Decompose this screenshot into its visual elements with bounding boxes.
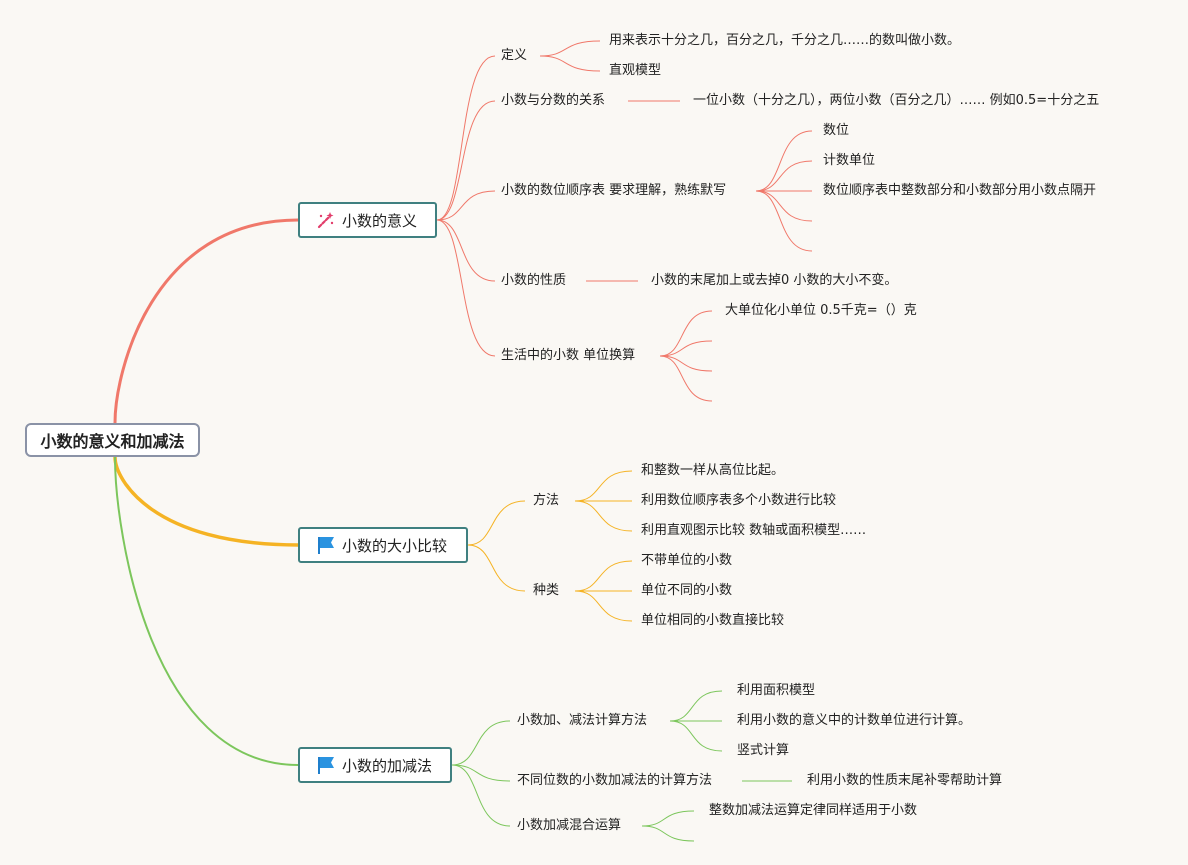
subtopic-unit-conversion[interactable]: 生活中的小数 单位换算 xyxy=(501,348,636,363)
connector-table-leaf-0 xyxy=(755,130,813,192)
leaf-decimal-point[interactable]: 数位顺序表中整数部分和小数部分用小数点隔开 xyxy=(823,183,1097,198)
connector-table-leaf-4 xyxy=(755,190,813,252)
subtopic-different-digits[interactable]: 不同位数的小数加减法的计算方法 xyxy=(517,773,713,788)
connector-mixed-leaf-0 xyxy=(641,810,695,827)
connector-method-leaf-2 xyxy=(574,500,633,532)
leaf-compare-from-high[interactable]: 和整数一样从高位比起。 xyxy=(641,463,785,478)
leaf-laws-apply[interactable]: 整数加减法运算定律同样适用于小数 xyxy=(709,803,918,818)
topic-decimal-meaning[interactable]: 小数的意义 xyxy=(298,202,437,238)
connector-branch-3-sub-2 xyxy=(451,764,511,827)
flag-icon xyxy=(318,757,334,774)
connector-branch-2-sub-1 xyxy=(467,544,526,592)
connector-unit-leaf-2 xyxy=(659,355,713,372)
connector-definition-leaf-1 xyxy=(539,55,601,72)
subtopic-mixed-operations[interactable]: 小数加减混合运算 xyxy=(517,818,622,833)
connector-table-leaf-1 xyxy=(755,160,813,192)
connector-root-branch-2 xyxy=(113,456,299,547)
connector-mixed-leaf-1 xyxy=(641,825,695,842)
connector-types-leaf-0 xyxy=(574,560,633,592)
topic-label: 小数的意义 xyxy=(342,211,418,230)
subtopic-calc-method[interactable]: 小数加、减法计算方法 xyxy=(517,713,648,728)
leaf-visual-model[interactable]: 直观模型 xyxy=(609,63,662,78)
leaf-vertical-calc[interactable]: 竖式计算 xyxy=(737,743,790,758)
connector-calc-leaf-0 xyxy=(669,690,723,722)
subtopic-decimal-property[interactable]: 小数的性质 xyxy=(501,273,567,288)
topic-label: 小数的加减法 xyxy=(342,756,433,775)
connector-branch-1-sub-2 xyxy=(436,190,496,221)
leaf-unit-conversion-example[interactable]: 大单位化小单位 0.5千克=（）克 xyxy=(725,303,917,318)
leaf-area-model[interactable]: 利用面积模型 xyxy=(737,683,816,698)
topic-decimal-comparison[interactable]: 小数的大小比较 xyxy=(298,527,468,563)
leaf-counting-unit-calc[interactable]: 利用小数的意义中的计数单位进行计算。 xyxy=(737,713,972,728)
connector-definition-leaf-0 xyxy=(539,40,601,57)
topic-label: 小数的大小比较 xyxy=(342,536,448,555)
leaf-trailing-zero-rule[interactable]: 小数的末尾加上或去掉0 小数的大小不变。 xyxy=(651,273,898,288)
connector-branch-1-sub-1 xyxy=(436,100,496,221)
connector-unit-leaf-3 xyxy=(659,355,713,402)
leaf-counting-unit[interactable]: 计数单位 xyxy=(823,153,876,168)
connector-calc-leaf-2 xyxy=(669,720,723,752)
leaf-compare-with-diagram[interactable]: 利用直观图示比较 数轴或面积模型…… xyxy=(641,523,867,538)
connector-branch-2-sub-0 xyxy=(467,500,526,546)
subtopic-method[interactable]: 方法 xyxy=(533,493,560,508)
leaf-relation-example[interactable]: 一位小数（十分之几），两位小数（百分之几）…… 例如0.5=十分之五 xyxy=(693,93,1100,108)
connector-root-branch-1 xyxy=(113,218,299,424)
root-topic[interactable]: 小数的意义和加减法 xyxy=(25,423,200,457)
leaf-same-units[interactable]: 单位相同的小数直接比较 xyxy=(641,613,785,628)
subtopic-types[interactable]: 种类 xyxy=(533,583,560,598)
connector-unit-leaf-1 xyxy=(659,340,713,357)
leaf-digit-place[interactable]: 数位 xyxy=(823,123,850,138)
leaf-pad-zeros[interactable]: 利用小数的性质末尾补零帮助计算 xyxy=(807,773,1003,788)
flag-icon xyxy=(318,537,334,554)
topic-decimal-add-subtract[interactable]: 小数的加减法 xyxy=(298,747,452,783)
subtopic-definition[interactable]: 定义 xyxy=(501,48,528,63)
connector-root-branch-3 xyxy=(114,456,299,766)
connector-types-leaf-2 xyxy=(574,590,633,622)
connector-branch-3-sub-1 xyxy=(451,764,511,782)
connector-method-leaf-0 xyxy=(574,470,633,502)
leaf-compare-with-table[interactable]: 利用数位顺序表多个小数进行比较 xyxy=(641,493,837,508)
connector-unit-leaf-0 xyxy=(659,310,713,357)
connector-table-leaf-3 xyxy=(755,190,813,222)
connector-branch-1-sub-3 xyxy=(436,219,496,282)
leaf-no-unit[interactable]: 不带单位的小数 xyxy=(641,553,733,568)
subtopic-decimal-fraction-relation[interactable]: 小数与分数的关系 xyxy=(501,93,606,108)
connector-branch-3-sub-0 xyxy=(451,720,511,766)
leaf-different-units[interactable]: 单位不同的小数 xyxy=(641,583,733,598)
connector-branch-1-sub-4 xyxy=(436,219,496,357)
magic-wand-icon xyxy=(317,212,334,229)
leaf-definition-text[interactable]: 用来表示十分之几，百分之几，千分之几……的数叫做小数。 xyxy=(609,33,961,48)
subtopic-place-value-table[interactable]: 小数的数位顺序表 要求理解，熟练默写 xyxy=(501,183,727,198)
connector-branch-1-sub-0 xyxy=(436,55,496,221)
